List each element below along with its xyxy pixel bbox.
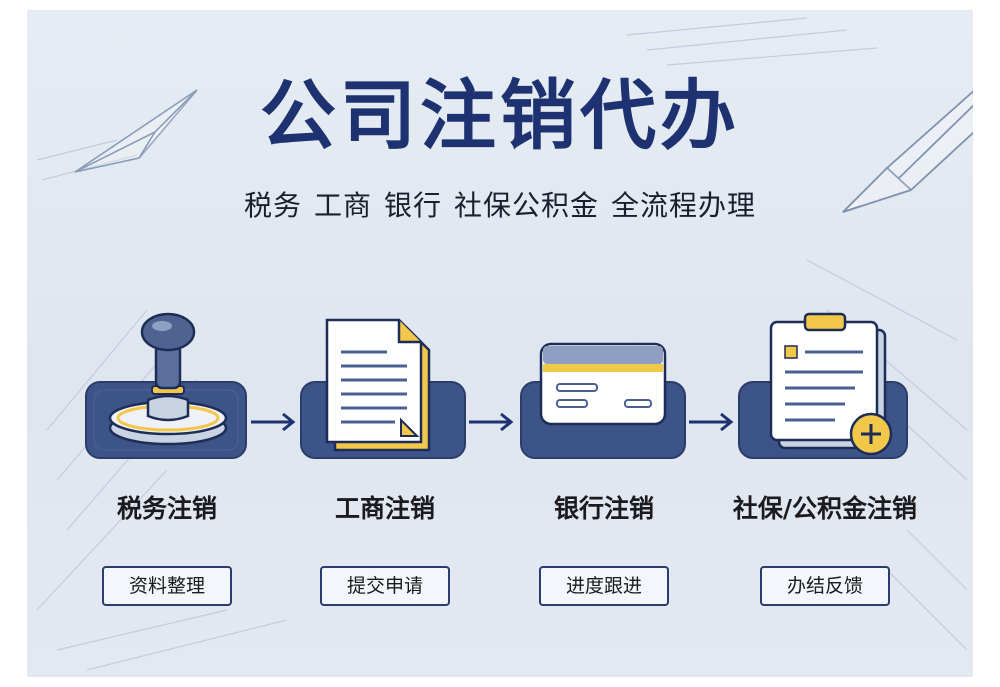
- arrow-right-icon: [689, 412, 734, 432]
- arrow-right-icon: [469, 412, 514, 432]
- pencil-icon: [842, 90, 973, 213]
- document-icon: [325, 318, 431, 452]
- paper-plane-icon: [74, 89, 198, 173]
- step-label-social-security: 社保/公积金注销: [732, 494, 918, 523]
- step-tag-business: 提交申请: [320, 566, 450, 606]
- subtitle-item-bank: 银行: [383, 189, 442, 222]
- clipboard-plus-icon: [769, 312, 893, 456]
- step-tag-bank: 进度跟进: [539, 566, 669, 606]
- stamp-icon: [108, 312, 228, 446]
- poster-canvas: 公司注销代办 税务工商银行社保公积金全流程办理: [27, 10, 973, 677]
- subtitle-item-business: 工商: [313, 189, 372, 222]
- step-social-security-tile: [738, 312, 908, 459]
- step-bank-tile: [520, 342, 686, 459]
- step-label-business: 工商注销: [334, 494, 435, 523]
- step-tag-social-security: 办结反馈: [760, 566, 890, 606]
- subtitle-item-full-process: 全流程办理: [611, 189, 757, 222]
- arrow-right-icon: [251, 412, 296, 432]
- subtitle-item-social-security: 社保公积金: [454, 189, 600, 222]
- step-tax-tile: [85, 312, 247, 459]
- step-tag-tax: 资料整理: [102, 566, 232, 606]
- step-label-tax: 税务注销: [116, 494, 217, 523]
- page-title: 公司注销代办: [260, 71, 740, 160]
- page-subtitle: 税务工商银行社保公积金全流程办理: [27, 192, 973, 220]
- bank-card-icon: [539, 342, 667, 426]
- step-business-tile: [300, 318, 466, 459]
- subtitle-item-tax: 税务: [243, 189, 302, 222]
- step-label-bank: 银行注销: [553, 494, 654, 523]
